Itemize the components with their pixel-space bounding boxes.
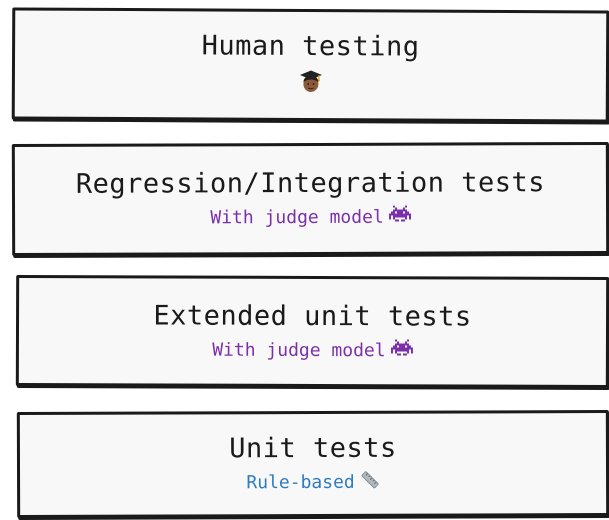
layer-title: Regression/Integration tests [75,167,546,200]
layer-extended-unit: Extended unit tests With judge model [15,274,609,389]
alien-monster-icon [390,339,413,363]
layer-subtitle: Rule-based [246,472,355,494]
layer-subtitle: With judge model [210,207,384,229]
layer-subtitle-row: With judge model [210,206,411,230]
layer-title: Human testing [201,30,420,63]
layer-unit-tests: Unit tests Rule-based [16,409,609,519]
layer-regression-integration: Regression/Integration tests With judge … [11,141,609,257]
layer-subtitle-row: With judge model [212,339,413,363]
layer-human-testing: Human testing [11,7,609,123]
student-emoji-icon [297,69,323,99]
ruler-icon [360,471,380,495]
layer-subtitle: With judge model [212,339,386,362]
layer-title: Unit tests [229,432,397,465]
alien-monster-icon [388,206,411,230]
layer-title: Extended unit tests [153,299,472,333]
layer-subtitle-row: Rule-based [246,471,379,495]
